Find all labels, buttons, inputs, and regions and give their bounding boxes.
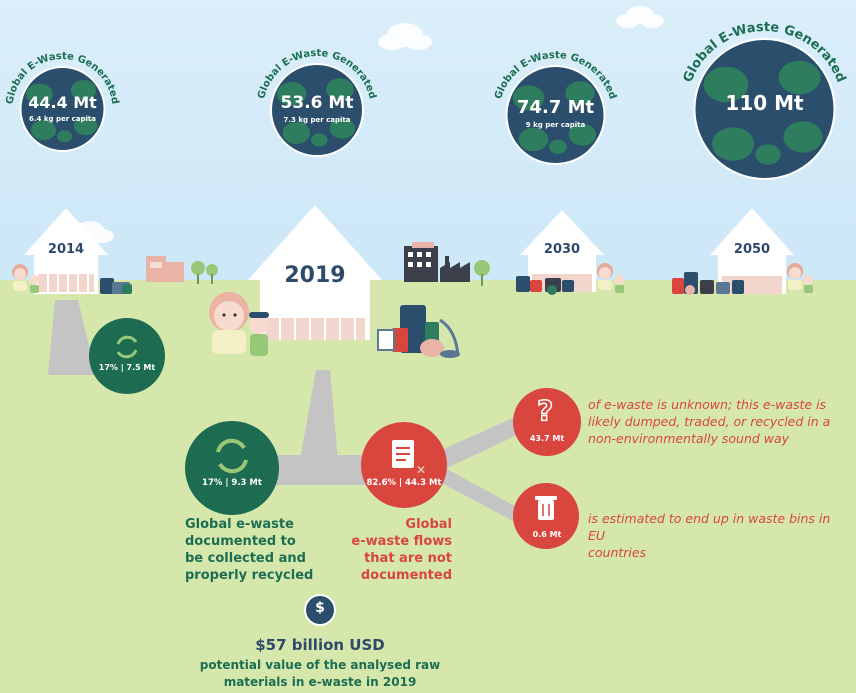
globe-icon: Global E-Waste Generated <box>5 51 120 152</box>
house-year-2030: 2030 <box>543 242 581 257</box>
road-unknown <box>430 415 528 472</box>
trash-bin-icon <box>535 496 557 520</box>
text-line: be collected and <box>185 551 306 566</box>
globe-per-capita: 9 kg per capita <box>525 121 586 129</box>
house-year-2050: 2050 <box>733 242 771 257</box>
unknown-label: 43.7 Mt <box>529 434 565 443</box>
building-icon <box>146 256 184 282</box>
recycled-2014-label: 17% | 7.5 Mt <box>98 363 156 372</box>
house-icon <box>24 208 108 294</box>
text-line: non-environmentally sound way <box>588 431 790 446</box>
recycled-2019-label: 17% | 9.3 Mt <box>202 478 262 488</box>
globe-icon: Global E-Waste Generated <box>256 48 378 157</box>
text-line: documented to <box>185 534 296 549</box>
person-icon <box>12 264 39 293</box>
value-description: potential value of the analysed raw mate… <box>190 657 450 691</box>
eu-bins-label: 0.6 Mt <box>532 530 562 539</box>
text-line: that are not <box>364 551 452 566</box>
globe-icon: Global E-Waste Generated <box>493 50 618 165</box>
text-line: properly recycled <box>185 568 314 583</box>
dollar-icon: $ <box>315 600 325 616</box>
recycle-icon <box>116 335 138 359</box>
person-icon <box>209 292 269 356</box>
text-line: documented <box>360 568 452 583</box>
devices-icon <box>377 305 460 358</box>
unknown-circle <box>513 388 581 456</box>
text-line: of e-waste is unknown; this e-waste is <box>588 397 827 412</box>
devices-icon <box>516 276 574 295</box>
text-line: potential value of the analysed raw <box>199 658 441 672</box>
tree-icon <box>191 261 218 284</box>
recycle-icon <box>216 438 248 474</box>
recycled-2019-circle <box>185 421 279 515</box>
globe-value: 110 Mt <box>725 91 804 115</box>
text-line: countries <box>588 545 647 560</box>
text-line: Global e-waste <box>185 517 294 532</box>
person-icon <box>597 263 624 293</box>
cloud-icon <box>616 6 664 28</box>
road-eu <box>436 468 522 522</box>
factory-icon <box>404 242 470 282</box>
undocumented-description: Global e-waste flows that are not docume… <box>330 516 452 584</box>
globe-value: 53.6 Mt <box>280 93 354 113</box>
value-title: $57 billion USD <box>255 636 385 654</box>
text-line: materials in e-waste in 2019 <box>223 675 417 689</box>
person-icon <box>787 263 813 293</box>
dollar-circle <box>304 594 336 626</box>
svg-text:✕: ✕ <box>416 463 426 477</box>
road-branch <box>270 455 370 485</box>
text-line: is estimated to end up in waste bins in … <box>588 511 831 543</box>
text-line: Global <box>405 517 452 532</box>
house-year-2019: 2019 <box>284 263 346 288</box>
globe-icon: Global E-Waste Generated <box>682 20 847 180</box>
devices-icon <box>672 272 744 295</box>
globe-value: 44.4 Mt <box>28 93 97 112</box>
recycled-description: Global e-waste documented to be collecte… <box>185 516 325 584</box>
question-icon: ? <box>537 394 553 427</box>
text-line: likely dumped, traded, or recycled in a <box>588 414 831 429</box>
house-year-2014: 2014 <box>47 242 85 257</box>
globe-per-capita: 7.3 kg per capita <box>283 116 351 124</box>
globe-per-capita: 6.4 kg per capita <box>29 115 96 123</box>
devices-icon <box>100 278 132 294</box>
road-2014 <box>48 300 96 375</box>
tree-icon <box>474 260 490 286</box>
road-2019 <box>300 370 338 460</box>
text-line: e-waste flows <box>351 534 452 549</box>
undocumented-label: 82.6% | 44.3 Mt <box>366 478 442 488</box>
unknown-note: of e-waste is unknown; this e-waste is l… <box>588 396 850 447</box>
house-icon <box>248 205 382 340</box>
document-icon: ✕ <box>392 440 426 477</box>
cloud-icon <box>378 23 432 50</box>
eu-note: is estimated to end up in waste bins in … <box>588 510 850 561</box>
globe-value: 74.7 Mt <box>516 97 595 118</box>
